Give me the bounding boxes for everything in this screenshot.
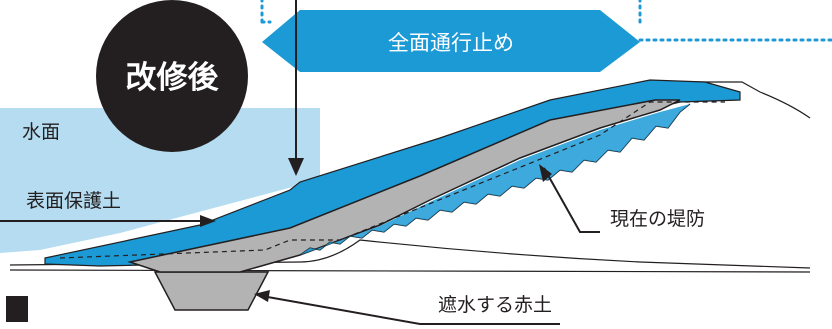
after-repair-label: 改修後: [126, 60, 220, 95]
red-soil-label: 遮水する赤土: [438, 294, 552, 316]
current-levee-pointer: [543, 167, 600, 233]
after-repair-badge: [96, 0, 248, 152]
existing-levee-outline: [670, 81, 811, 119]
water-area: [0, 108, 300, 253]
current-levee-label: 現在の堤防: [610, 208, 705, 230]
road-closure-banner: [262, 10, 640, 72]
trench-fill: [153, 271, 270, 311]
surface-protection-label: 表面保護土: [26, 190, 121, 212]
surface-protection-pointer-head: [200, 215, 216, 227]
red-soil-pointer-head: [254, 290, 270, 302]
ground-line: [9, 239, 811, 269]
road-closure-label: 全面通行止め: [388, 32, 514, 55]
current-levee-pointer-head: [539, 164, 552, 182]
ground-line-bottom: [9, 269, 811, 273]
original-levee-dashed: [59, 101, 725, 259]
red-soil-pointer: [261, 295, 560, 325]
levee-steps-fill: [300, 104, 690, 255]
vertical-arrow-head: [288, 158, 304, 176]
water-surface-label: 水面: [22, 121, 60, 143]
levee-core: [127, 99, 681, 273]
water-area-right: [300, 108, 320, 185]
corner-marker: [6, 296, 28, 322]
